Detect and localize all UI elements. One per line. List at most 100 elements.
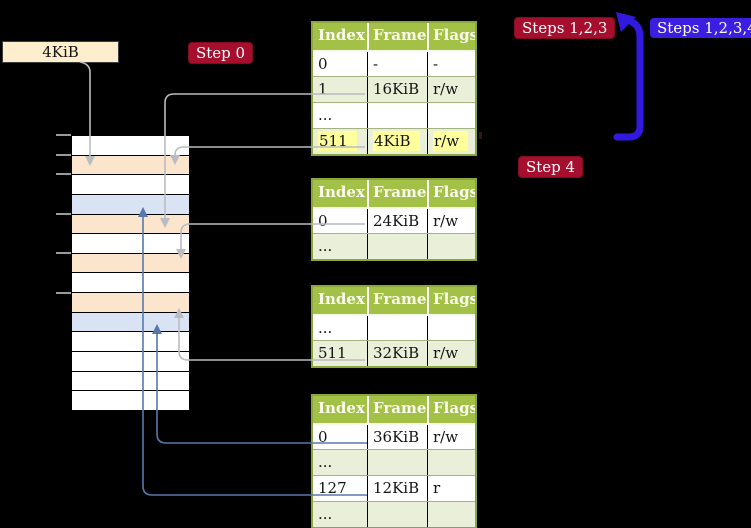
highlighted-cell-text: 4KiB: [373, 131, 420, 151]
memory-boundary-tick: [56, 252, 71, 255]
table-cell: [427, 234, 475, 259]
table-cell: [367, 450, 427, 475]
column-header-frame: Frame: [367, 287, 427, 314]
cell-text: 16KiB: [373, 80, 420, 98]
table-cell: 16KiB: [367, 77, 427, 102]
memory-column: [71, 135, 190, 411]
cell-text: -: [433, 55, 439, 73]
table-cell: 36KiB: [367, 425, 427, 449]
table-row: 0 24KiB r/w: [313, 207, 475, 233]
table-row: 0 - -: [313, 50, 475, 76]
cell-text: 12KiB: [373, 479, 420, 497]
table-cell: 127: [313, 476, 367, 501]
memory-row-13: [72, 391, 189, 410]
table-cell: [427, 450, 475, 475]
cell-text: r: [433, 479, 441, 497]
memory-row-3: [72, 194, 189, 215]
memory-row-4: [72, 214, 189, 235]
column-header-flags: Flags: [427, 180, 475, 207]
table-row: 511 32KiB r/w: [313, 340, 475, 366]
table-cell: ...: [313, 502, 367, 527]
memory-boundary-tick: [56, 212, 71, 215]
table-row: ...: [313, 314, 475, 340]
table-cell: 0: [313, 52, 367, 76]
cell-text: 127: [318, 479, 347, 497]
table-cell: 24KiB: [367, 209, 427, 233]
table-cell: [427, 502, 475, 527]
memory-boundary-tick: [56, 134, 71, 136]
table-row: ...: [313, 233, 475, 259]
cell-text: ...: [318, 106, 333, 124]
highlighted-cell-text: 511: [318, 131, 357, 151]
table-cell: [427, 103, 475, 128]
cell-text: ...: [318, 453, 333, 471]
table-cell: r/w: [427, 341, 475, 366]
cell-text: 0: [318, 428, 328, 446]
table-cell: ...: [313, 234, 367, 259]
cell-text: r/w: [433, 80, 459, 98]
table-cell: 12KiB: [367, 476, 427, 501]
page-size-box: 4KiB: [2, 41, 119, 63]
table-row: 511 4KiB r/w: [313, 128, 475, 154]
column-header-frame: Frame: [367, 23, 427, 50]
table-cell: r: [427, 476, 475, 501]
table-cell: -: [427, 52, 475, 76]
memory-row-11: [72, 352, 189, 372]
cell-text: ...: [318, 319, 333, 337]
table-cell: [367, 502, 427, 527]
table-cell: -: [367, 52, 427, 76]
cell-text: -: [373, 55, 379, 73]
table-cell: 511: [313, 129, 367, 154]
memory-row-8: [72, 293, 189, 313]
column-header-index: Index: [318, 399, 365, 417]
cell-text: 0: [318, 55, 328, 73]
memory-row-5: [72, 234, 189, 254]
table-row: ...: [313, 449, 475, 475]
memory-row-0: [72, 136, 189, 156]
cell-text: 36KiB: [373, 428, 420, 446]
table-cell: ...: [313, 450, 367, 475]
cell-text: 511: [318, 344, 347, 362]
table-cell: r/w: [427, 77, 475, 102]
memory-row-7: [72, 273, 189, 294]
table-cell: 0: [313, 209, 367, 233]
memory-row-9: [72, 312, 189, 333]
page-size-label: 4KiB: [42, 43, 79, 61]
column-header-index: Index: [318, 183, 365, 201]
table-cell: ...: [313, 103, 367, 128]
column-header-flags: Flags: [427, 23, 475, 50]
table-cell: 32KiB: [367, 341, 427, 366]
table-cell: [367, 234, 427, 259]
memory-row-6: [72, 253, 189, 274]
step4-badge: Step 4: [518, 156, 584, 178]
cell-text: 24KiB: [373, 212, 420, 230]
table-cell: 4KiB: [367, 129, 427, 154]
table-cell: 0: [313, 425, 367, 449]
cell-text: r/w: [433, 344, 459, 362]
table-cell: r/w: [427, 425, 475, 449]
cell-text: 0: [318, 212, 328, 230]
table-cell: 511: [313, 341, 367, 366]
table-cell: r/w: [427, 129, 475, 154]
table-row: ...: [313, 501, 475, 527]
table-cell: [427, 316, 475, 340]
step0-badge: Step 0: [188, 42, 254, 64]
memory-row-10: [72, 332, 189, 353]
memory-row-2: [72, 175, 189, 195]
column-header-frame: Frame: [367, 396, 427, 423]
table-cell: 1: [313, 77, 367, 102]
column-header-index: Index: [318, 290, 365, 308]
memory-row-12: [72, 371, 189, 392]
steps-flow-arrowhead-icon: [616, 12, 636, 32]
column-header-index: Index: [318, 26, 365, 44]
table-cell: r/w: [427, 209, 475, 233]
column-header-frame: Frame: [367, 180, 427, 207]
table-row: 1 16KiB r/w: [313, 76, 475, 102]
